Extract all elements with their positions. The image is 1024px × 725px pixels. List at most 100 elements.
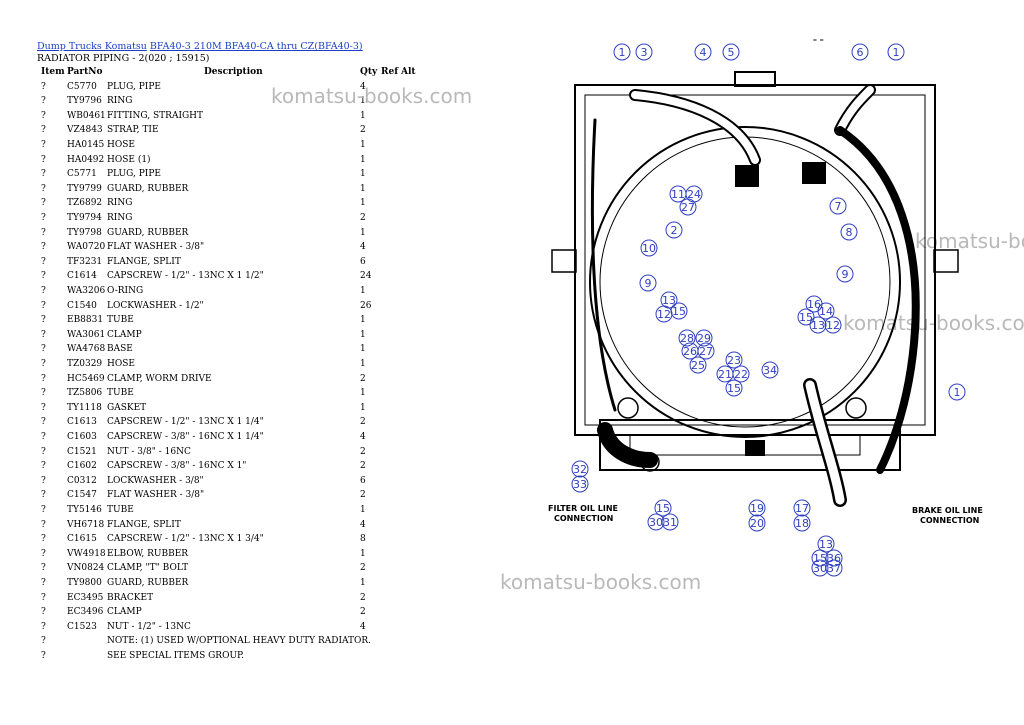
item-cell: ? [41, 475, 46, 486]
callout-number: 22 [734, 368, 748, 381]
callout-19: 19 [748, 499, 766, 517]
callout-number: 14 [819, 305, 833, 318]
partno-cell: TY9798 [67, 227, 102, 238]
qty-cell: 2 [360, 417, 366, 428]
partno-cell: TY9799 [67, 183, 102, 194]
callout-circle [761, 361, 779, 379]
callout-number: 31 [663, 516, 677, 529]
qty-cell: 4 [360, 621, 366, 632]
callout-23: 23 [725, 351, 743, 369]
item-cell: ? [41, 242, 46, 253]
description-cell: PLUG, PIPE [107, 81, 161, 92]
callout-circle [670, 302, 688, 320]
partno-cell: TZ0329 [67, 359, 103, 369]
item-cell: ? [41, 169, 46, 180]
description-cell: CAPSCREW - 1/2" - 13NC X 1 1/4" [107, 417, 264, 428]
col-description: Description [204, 67, 263, 77]
partno-cell: C1614 [67, 271, 97, 282]
callout-circle [809, 316, 827, 334]
callout-circle [797, 308, 815, 326]
item-cell: ? [41, 578, 46, 588]
qty-cell: 1 [360, 388, 366, 399]
callout-circle [695, 329, 713, 347]
callout-circle [613, 43, 631, 61]
callout-number: 20 [750, 517, 764, 530]
callout-7: 7 [829, 197, 847, 215]
callout-number: 32 [573, 463, 587, 476]
callout-number: 26 [683, 345, 697, 358]
item-cell: ? [41, 300, 46, 311]
partno-cell: VW4918 [67, 548, 106, 559]
callout-circle [647, 513, 665, 531]
callout-number: 4 [700, 46, 707, 59]
callout-number: 15 [656, 502, 670, 515]
partno-cell: WA0720 [67, 242, 106, 253]
qty-cell: 2 [360, 125, 366, 136]
partno-cell: HA0145 [67, 140, 105, 150]
callout-15: 15 [670, 302, 688, 320]
qty-cell: 2 [360, 563, 366, 574]
qty-cell: 6 [360, 256, 366, 267]
description-cell: TUBE [107, 505, 134, 515]
item-cell: ? [41, 286, 46, 296]
callout-number: 27 [681, 201, 695, 214]
partno-cell: C1615 [67, 534, 97, 545]
partno-cell: TY9794 [67, 213, 102, 223]
fan-shroud-ring [589, 126, 901, 438]
filter-oil-label-2: CONNECTION [554, 514, 613, 523]
qty-cell: 1 [360, 183, 366, 194]
description-cell: CLAMP [107, 329, 142, 340]
callout-26: 26 [681, 342, 699, 360]
hose-fitting-right [802, 162, 826, 184]
callout-32: 32 [571, 460, 589, 478]
partno-cell: C1603 [67, 432, 97, 442]
partno-cell: C1613 [67, 417, 97, 428]
callout-number: 12 [826, 319, 840, 332]
watermark: komatsu-books.com [271, 84, 473, 108]
callout-number: 11 [671, 188, 685, 201]
callout-circle [697, 342, 715, 360]
partno-cell: C5771 [67, 169, 97, 180]
right-mount [933, 249, 959, 273]
callout-number: 36 [827, 552, 841, 565]
callout-number: 7 [835, 200, 842, 213]
qty-cell: 1 [360, 154, 366, 165]
description-cell: TUBE [107, 315, 134, 326]
breadcrumb-link-model[interactable]: BFA40-3 210M BFA40-CA thru CZ(BFA40-3) [149, 41, 363, 52]
lower-right-hose-inner [805, 380, 845, 505]
radiator-piping-diagram: FILTER OIL LINE CONNECTION BRAKE OIL LIN… [548, 35, 983, 577]
partno-cell: WB0461 [67, 110, 106, 121]
item-cell: ? [41, 329, 46, 340]
breadcrumb-link-category[interactable]: Dump Trucks Komatsu [37, 41, 147, 52]
flange-right [845, 397, 867, 419]
item-cell: ? [41, 125, 46, 136]
callout-circle [748, 514, 766, 532]
description-cell: FLANGE, SPLIT [107, 519, 181, 530]
description-cell: RING [107, 96, 133, 107]
radiator-cap [734, 71, 776, 87]
item-cell: ? [41, 359, 46, 369]
callout-24: 24 [685, 185, 703, 203]
callout-number: 1 [893, 46, 900, 59]
callout-12: 12 [824, 316, 842, 334]
callout-number: 21 [718, 368, 732, 381]
qty-cell: 4 [360, 519, 366, 530]
callout-number: 15 [672, 305, 686, 318]
qty-cell: 2 [360, 607, 366, 618]
callout-number: 12 [657, 308, 671, 321]
callout-2: 2 [665, 221, 683, 239]
callout-22: 22 [732, 365, 750, 383]
flange-left [617, 397, 639, 419]
qty-cell: 1 [360, 169, 366, 180]
description-cell: FLAT WASHER - 3/8" [107, 242, 205, 253]
callout-20: 20 [748, 514, 766, 532]
watermark: komatsu-books.com [500, 570, 702, 594]
description-cell: BASE [107, 344, 133, 355]
qty-cell: 1 [360, 359, 366, 369]
partno-cell: TZ5806 [67, 388, 103, 399]
callout-21: 21 [716, 365, 734, 383]
qty-cell: 6 [360, 475, 366, 486]
callout-circle [836, 265, 854, 283]
partno-cell: TY1118 [67, 402, 102, 413]
callout-17: 17 [793, 499, 811, 517]
